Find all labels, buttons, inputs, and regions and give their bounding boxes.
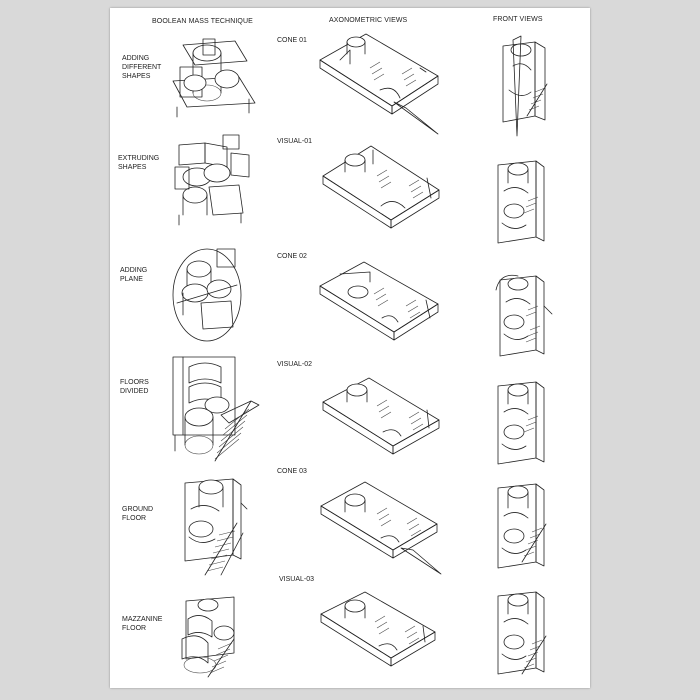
axo-label-1: CONE 01 <box>277 37 307 44</box>
axo-label-6: VISUAL-03 <box>279 576 315 583</box>
front-view-drawing-4 <box>497 381 545 465</box>
axonometric-drawing-visual-01 <box>322 145 440 229</box>
axonometric-drawing-cone-02 <box>319 261 439 341</box>
front-view-drawing-6 <box>497 591 547 675</box>
column-header-boolean-mass: BOOLEAN MASS TECHNIQUE <box>152 18 253 25</box>
axo-label-5: CONE 03 <box>277 468 307 475</box>
axo-label-2: VISUAL-01 <box>277 138 313 145</box>
technique-label-5: GROUND FLOOR <box>122 506 154 522</box>
boolean-mass-drawing-2 <box>174 134 250 226</box>
boolean-mass-drawing-1 <box>172 38 256 118</box>
boolean-mass-drawing-3 <box>172 248 242 342</box>
axonometric-drawing-visual-03 <box>320 591 436 667</box>
technique-label-3: ADDING PLANE <box>120 267 148 283</box>
column-header-axonometric: AXONOMETRIC VIEWS <box>329 17 408 24</box>
boolean-mass-drawing-6 <box>181 596 235 678</box>
technique-label-6: MAZZANINE FLOOR <box>122 616 163 632</box>
axo-label-4: VISUAL-02 <box>277 361 313 368</box>
technique-label-2: EXTRUDING SHAPES <box>118 155 160 171</box>
axo-label-3: CONE 02 <box>277 253 307 260</box>
boolean-mass-drawing-5 <box>184 478 248 576</box>
axonometric-drawing-cone-03 <box>320 481 442 575</box>
front-view-drawing-5 <box>497 483 547 569</box>
technique-label-4: FLOORS DIVIDED <box>120 379 149 395</box>
column-header-front-views: FRONT VIEWS <box>493 16 543 23</box>
front-view-drawing-2 <box>497 160 545 244</box>
axonometric-drawing-cone-01 <box>319 33 439 135</box>
technique-label-1: ADDING DIFFERENT SHAPES <box>122 55 162 80</box>
drawing-sheet: BOOLEAN MASS TECHNIQUE AXONOMETRIC VIEWS… <box>110 8 590 688</box>
boolean-mass-drawing-4 <box>172 356 260 462</box>
front-view-drawing-3 <box>495 274 553 357</box>
axonometric-drawing-visual-02 <box>322 377 440 455</box>
front-view-drawing-1 <box>502 35 548 137</box>
